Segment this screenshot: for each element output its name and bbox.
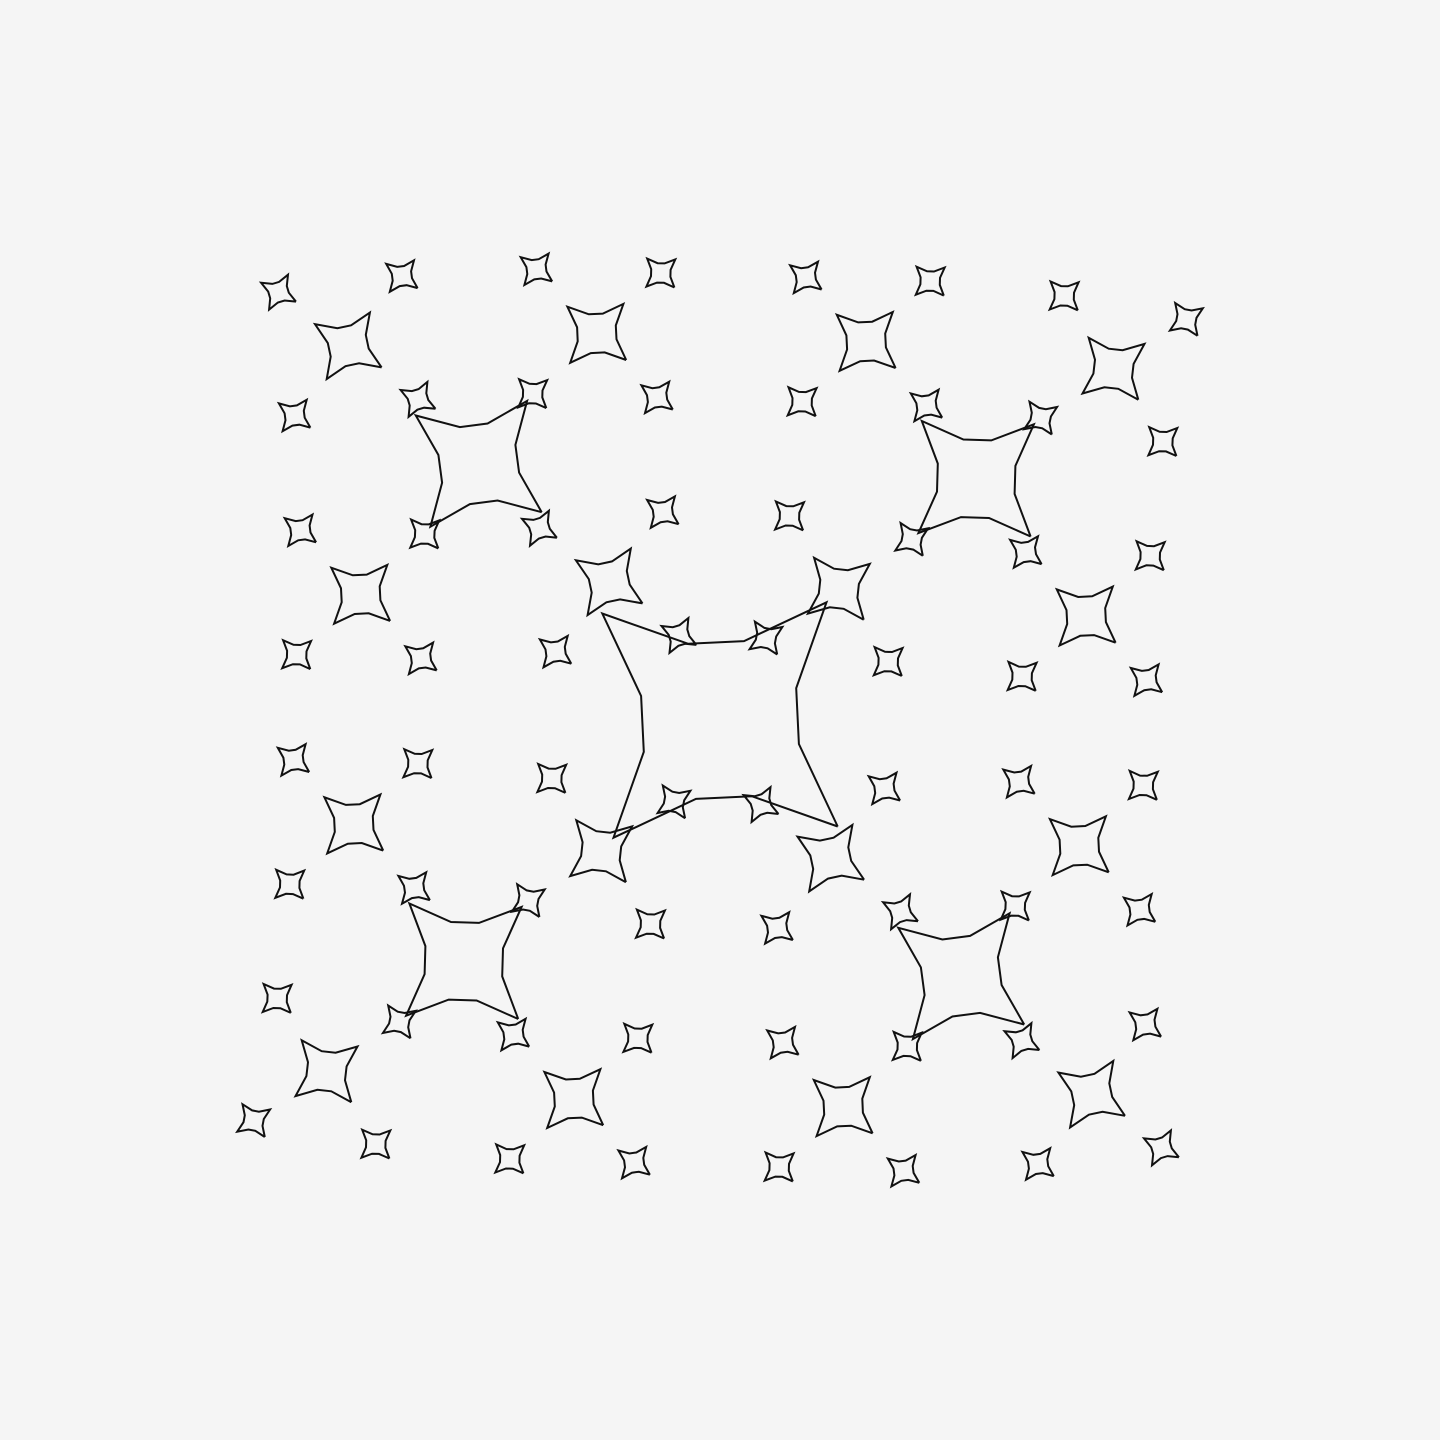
star-square-motif bbox=[282, 512, 317, 549]
star-square-motif bbox=[795, 822, 865, 894]
star-square-motif bbox=[655, 783, 693, 820]
star-square-motif bbox=[811, 1075, 874, 1139]
star-square-motif bbox=[890, 1030, 924, 1062]
star-square-motif bbox=[384, 258, 419, 294]
star-square-motif bbox=[1002, 1020, 1041, 1061]
star-square-motif bbox=[913, 264, 947, 297]
star-square-motif bbox=[359, 1127, 393, 1160]
star-square-motif bbox=[1128, 662, 1164, 698]
star-square-motif bbox=[535, 762, 569, 794]
star-square-motif bbox=[788, 259, 823, 296]
star-square-motif bbox=[634, 907, 667, 940]
star-square-motif bbox=[1005, 659, 1039, 692]
star-square-motif bbox=[568, 818, 635, 884]
star-square-motif bbox=[280, 638, 313, 671]
star-square-motif bbox=[741, 784, 780, 825]
star-square-motif bbox=[1167, 300, 1205, 337]
star-square-motif bbox=[1020, 1146, 1055, 1182]
star-square-motif bbox=[275, 742, 311, 778]
star-square-motif bbox=[805, 555, 872, 621]
star-square-motif bbox=[408, 517, 442, 550]
star-square-motif bbox=[1127, 768, 1160, 801]
fractal-pattern bbox=[235, 251, 1205, 1189]
star-square-motif bbox=[908, 387, 944, 424]
star-square-motif bbox=[329, 562, 392, 626]
star-square-motif bbox=[398, 379, 437, 420]
star-square-motif bbox=[396, 870, 431, 906]
star-square-motif bbox=[880, 892, 919, 932]
star-square-motif bbox=[493, 1142, 527, 1175]
star-square-motif bbox=[871, 645, 905, 677]
star-square-motif bbox=[639, 379, 674, 416]
star-square-motif bbox=[916, 419, 1036, 538]
star-square-motif bbox=[621, 1021, 655, 1054]
star-square-motif bbox=[785, 385, 819, 418]
star-square-motif bbox=[765, 1024, 800, 1061]
star-square-motif bbox=[1141, 1128, 1180, 1168]
star-square-motif bbox=[573, 546, 644, 618]
star-square-motif bbox=[495, 1016, 531, 1053]
star-square-motif bbox=[413, 398, 543, 529]
star-square-motif bbox=[293, 1038, 360, 1104]
star-square-motif bbox=[1047, 279, 1081, 312]
star-square-motif bbox=[235, 1102, 273, 1138]
star-square-motif bbox=[565, 301, 628, 365]
star-square-motif bbox=[1001, 763, 1036, 800]
star-square-motif bbox=[401, 747, 435, 780]
star-square-motif bbox=[1047, 814, 1110, 878]
star-square-motif bbox=[1008, 534, 1043, 570]
star-square-motif bbox=[644, 256, 678, 289]
star-square-motif bbox=[380, 1003, 418, 1040]
star-square-motif bbox=[518, 251, 554, 288]
star-square-motif bbox=[258, 272, 297, 312]
star-square-motif bbox=[896, 911, 1026, 1042]
star-square-motif bbox=[885, 1152, 921, 1189]
star-square-motif bbox=[1121, 891, 1157, 928]
star-square-motif bbox=[773, 499, 806, 532]
star-square-motif bbox=[759, 910, 794, 946]
star-square-motif bbox=[1133, 539, 1167, 572]
star-square-motif bbox=[404, 901, 524, 1020]
star-square-motif bbox=[1022, 399, 1060, 436]
star-square-motif bbox=[1127, 1006, 1162, 1043]
star-square-motif bbox=[273, 867, 307, 900]
star-square-motif bbox=[834, 310, 897, 373]
star-square-motif bbox=[616, 1144, 651, 1181]
star-square-motif bbox=[998, 889, 1032, 922]
star-square-motif bbox=[322, 792, 385, 856]
star-square-motif bbox=[542, 1067, 605, 1130]
star-square-motif bbox=[645, 494, 680, 530]
star-square-motif bbox=[403, 640, 438, 677]
star-square-motif bbox=[519, 508, 558, 548]
star-square-motif bbox=[866, 770, 901, 807]
star-square-motif bbox=[762, 1150, 796, 1183]
star-square-motif bbox=[1054, 584, 1117, 648]
star-square-motif bbox=[600, 600, 839, 840]
star-square-motif bbox=[1080, 335, 1147, 401]
star-square-motif bbox=[509, 882, 547, 918]
star-square-motif bbox=[276, 397, 312, 434]
star-square-motif bbox=[312, 310, 383, 382]
star-square-motif bbox=[260, 982, 294, 1014]
star-square-motif bbox=[659, 615, 698, 656]
star-square-motif bbox=[516, 377, 550, 410]
star-square-motif bbox=[1056, 1058, 1126, 1130]
star-square-motif bbox=[1146, 425, 1180, 457]
star-square-motif bbox=[893, 520, 931, 557]
star-square-motif bbox=[537, 633, 573, 670]
star-square-motif bbox=[747, 619, 785, 656]
